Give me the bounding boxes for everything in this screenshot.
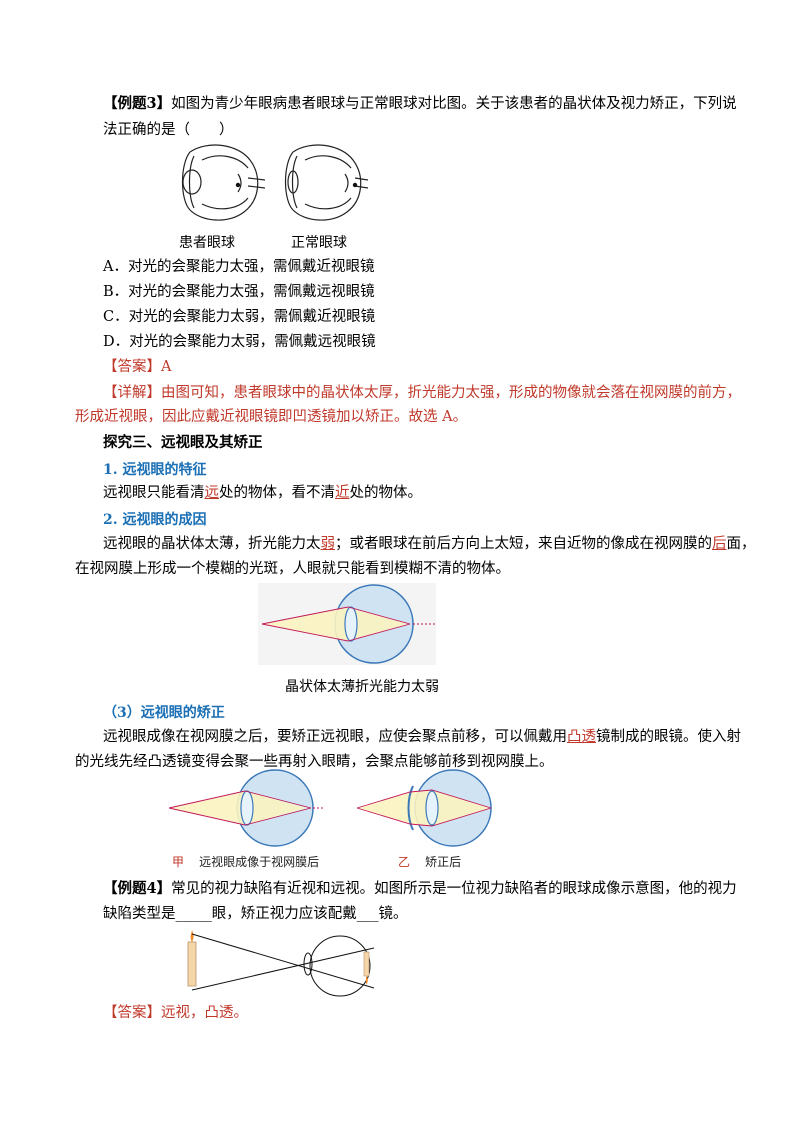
- ex3-stem-line2: 法正确的是（ ）: [103, 122, 234, 138]
- cap-normal-eye: 正常眼球: [291, 235, 347, 251]
- ex3-option-c: C．对光的会聚能力太弱，需佩戴近视眼镜: [103, 309, 376, 325]
- hyperopia-figure: [258, 583, 436, 665]
- fig-yi-mark: 乙: [398, 855, 411, 869]
- ex3-detail-line2: 形成近视眼，因此应戴近视眼镜即凹透镜加以矫正。故选 A。: [75, 409, 468, 425]
- p2-back: 后: [712, 536, 727, 552]
- patient-eye-figure: [181, 144, 266, 221]
- corrected-eye-figure: [356, 769, 492, 847]
- section3-p2-line2: 在视网膜上形成一个模糊的光斑，人眼就只能看到模糊不清的物体。: [75, 561, 510, 577]
- p2-text-c: 面，: [726, 536, 756, 552]
- section3-p3-line2: 的光线先经凸透镜变得会聚一些再射入眼睛，会聚点能够前移到视网膜上。: [75, 754, 554, 770]
- ex3-stem-text1: 如图为青少年眼病患者眼球与正常眼球对比图。关于该患者的晶状体及视力矫正，下列说: [171, 96, 737, 112]
- ex4-stem-line1: 【例题4】常见的视力缺陷有近视和远视。如图所示是一位视力缺陷者的眼球成像示意图，…: [103, 878, 737, 900]
- ex3-detail-line1: 【详解】由图可知，患者眼球中的晶状体太厚，折光能力太强，形成的物像就会落在视网膜…: [103, 382, 741, 404]
- normal-eye-figure: [284, 144, 369, 221]
- section3-p2-line1: 远视眼的晶状体太薄，折光能力太弱；或者眼球在前后方向上太短，来自近物的像成在视网…: [103, 533, 756, 555]
- ex4-stem-text1: 常见的视力缺陷有近视和远视。如图所示是一位视力缺陷者的眼球成像示意图，他的视力: [171, 881, 737, 897]
- fig-jia-caption: 甲 远视眼成像于视网膜后: [172, 851, 319, 870]
- ex4-answer-value: 远视，凸透。: [161, 1005, 248, 1021]
- p2-weak: 弱: [320, 536, 336, 552]
- fig-jia-mark: 甲: [172, 855, 185, 869]
- p3-text-a: 远视眼成像在视网膜之后，要矫正远视眼，应使会聚点前移，可以佩戴用: [103, 729, 567, 745]
- ex3-answer-value: A: [161, 359, 172, 375]
- patient-focal-point: [235, 182, 241, 188]
- fig-yi-caption: 乙 矫正后: [398, 851, 461, 870]
- ex4-label: 【例题4】: [103, 880, 172, 897]
- ex3-option-d: D．对光的会聚能力太弱，需佩戴远视眼镜: [103, 334, 376, 350]
- section3-h1: 1. 远视眼的特征: [103, 462, 207, 478]
- normal-focal-point: [352, 182, 358, 188]
- ex4-stem-line2: 缺陷类型是_____眼，矫正视力应该配戴___镜。: [103, 906, 408, 922]
- cap-patient-eye: 患者眼球: [179, 235, 235, 251]
- hyperopia-caption: 晶状体太薄折光能力太弱: [285, 679, 439, 695]
- section3-title: 探究三、远视眼及其矫正: [103, 434, 263, 451]
- ex4-answer-label: 【答案】: [103, 1005, 161, 1021]
- p1-near: 近: [335, 485, 350, 501]
- ex3-stem-line1: 【例题3】如图为青少年眼病患者眼球与正常眼球对比图。关于该患者的晶状体及视力矫正…: [103, 93, 737, 115]
- section3-p1: 远视眼只能看清远处的物体，看不清近处的物体。: [103, 482, 422, 504]
- section3-p3-line1: 远视眼成像在视网膜之后，要矫正远视眼，应使会聚点前移，可以佩戴用凸透镜制成的眼镜…: [103, 726, 741, 748]
- ex3-detail-text1: 由图可知，患者眼球中的晶状体太厚，折光能力太强，形成的物像就会落在视网膜的前方，: [161, 385, 741, 401]
- ex4-eye-figure: [187, 930, 375, 997]
- ex3-option-b: B．对光的会聚能力太强，需佩戴远视眼镜: [103, 284, 375, 300]
- p1-text-c: 处的物体。: [349, 485, 423, 501]
- section3-h2: 2. 远视眼的成因: [103, 512, 207, 528]
- p2-text-b: ；或者眼球在前后方向上太短，来自近物的像成在视网膜的: [335, 536, 712, 552]
- p1-text-b: 处的物体，看不清: [219, 485, 335, 501]
- p2-text-a: 远视眼的晶状体太薄，折光能力太: [103, 536, 321, 552]
- p3-convex: 凸透: [567, 729, 596, 745]
- ex4-answer: 【答案】远视，凸透。: [103, 1002, 248, 1024]
- ex3-option-a: A．对光的会聚能力太强，需佩戴近视眼镜: [103, 259, 375, 275]
- ex3-label: 【例题3】: [103, 95, 172, 112]
- section3-h3: （3）远视眼的矫正: [103, 705, 225, 721]
- fig-jia-text: 远视眼成像于视网膜后: [199, 855, 320, 869]
- p1-far: 远: [204, 485, 220, 501]
- fig-yi-text: 矫正后: [425, 855, 462, 869]
- ex3-answer-label: 【答案】: [103, 359, 161, 375]
- ex3-detail-label: 【详解】: [103, 385, 161, 401]
- ex3-answer: 【答案】A: [103, 356, 171, 378]
- uncorrected-eye-figure: [168, 769, 325, 847]
- p1-text-a: 远视眼只能看清: [103, 485, 205, 501]
- p3-text-b: 镜制成的眼镜。使入射: [596, 729, 741, 745]
